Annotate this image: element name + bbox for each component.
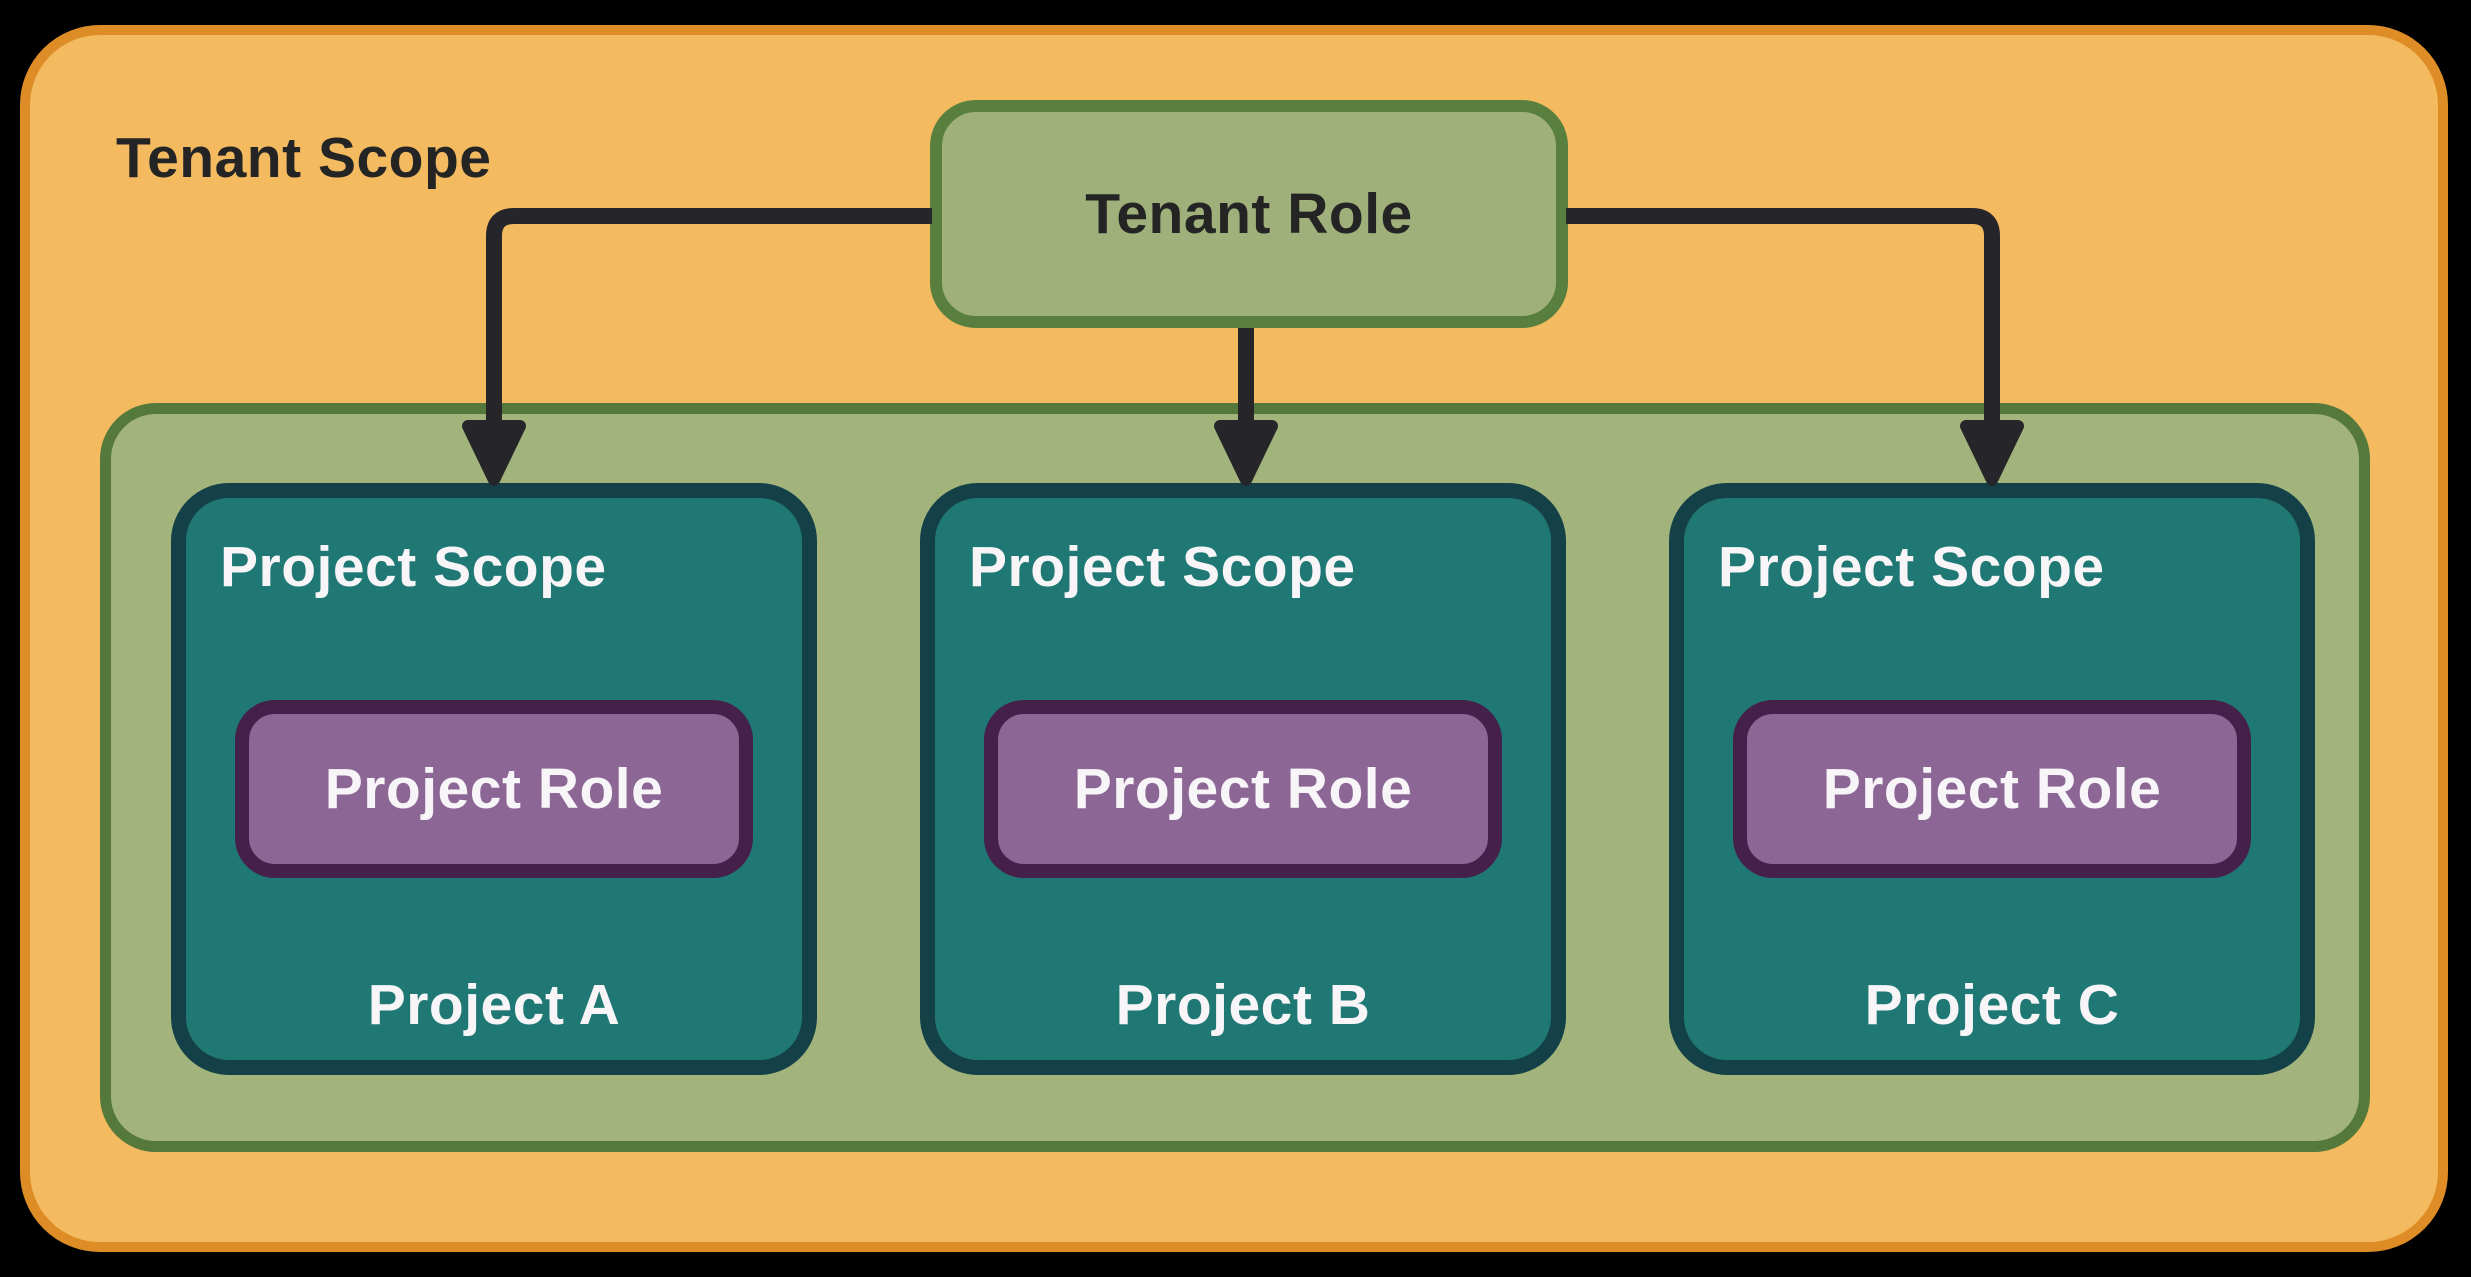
- tenant-role-node: Tenant Role: [930, 100, 1568, 328]
- tenant-scope-label: Tenant Scope: [116, 126, 492, 190]
- project-scope-label: Project Scope: [1718, 535, 2105, 599]
- project-role-node: Project Role: [984, 700, 1502, 878]
- project-name-label: Project A: [367, 973, 621, 1037]
- tenant-role-label: Tenant Role: [1085, 182, 1413, 246]
- project-role-label: Project Role: [1073, 757, 1413, 821]
- project-scope-box-b: Project Scope Project Role Project B: [920, 483, 1566, 1075]
- project-role-node: Project Role: [235, 700, 753, 878]
- project-role-label: Project Role: [1822, 757, 2162, 821]
- project-name-label: Project C: [1864, 973, 2120, 1037]
- project-scope-box-c: Project Scope Project Role Project C: [1669, 483, 2315, 1075]
- project-name-label: Project B: [1115, 973, 1371, 1037]
- project-scope-box-a: Project Scope Project Role Project A: [171, 483, 817, 1075]
- project-role-node: Project Role: [1733, 700, 2251, 878]
- project-scope-label: Project Scope: [969, 535, 1356, 599]
- project-scope-label: Project Scope: [220, 535, 607, 599]
- project-role-label: Project Role: [324, 757, 664, 821]
